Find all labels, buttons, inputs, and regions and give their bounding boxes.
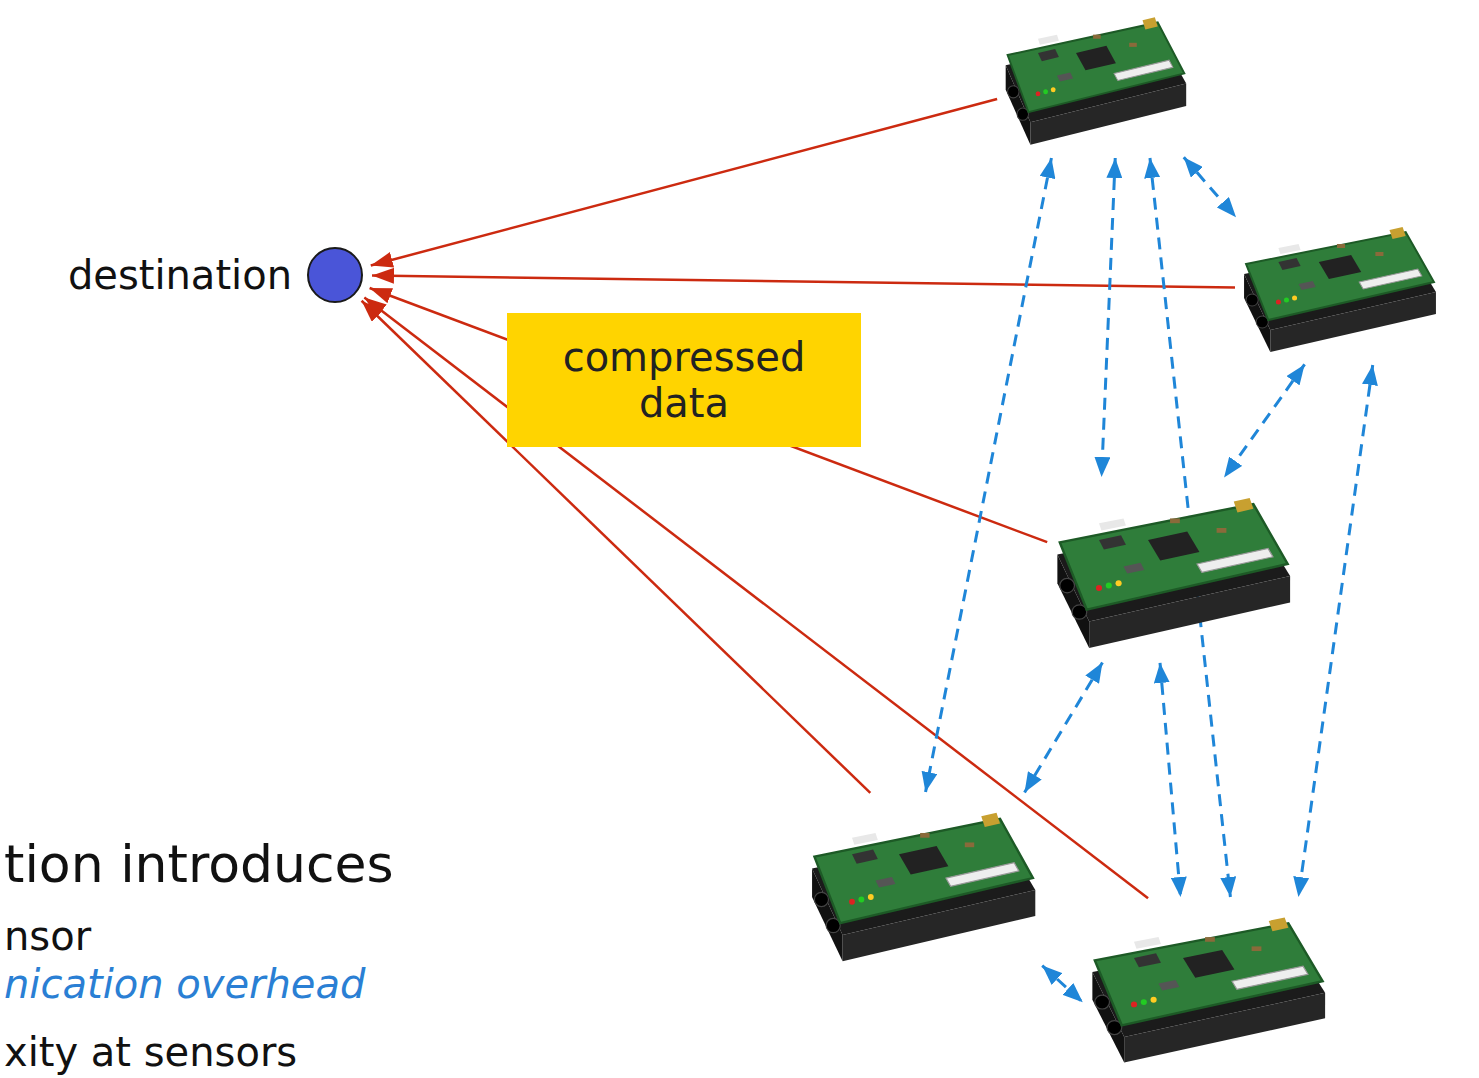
destination-node: destination (68, 246, 364, 304)
link-arrow (926, 158, 1052, 792)
link-arrow (1224, 364, 1305, 477)
sensor-board (805, 795, 1040, 973)
sensor-board (1085, 900, 1330, 1074)
link-arrow (1298, 365, 1372, 897)
sensor-node (1085, 900, 1330, 1074)
link-arrow (1102, 158, 1116, 477)
link-arrow (1160, 663, 1181, 897)
sensor-node (1000, 2, 1190, 155)
callout-text: compressed data (521, 334, 847, 426)
sensor-node (805, 795, 1040, 973)
text-line: tion introduces (4, 836, 394, 893)
text-line: xity at sensors (4, 1030, 297, 1074)
text-line: nsor (4, 914, 91, 958)
text-line: nication overhead (4, 962, 365, 1006)
callout-box: compressed data (507, 313, 861, 447)
sensor-board (1050, 480, 1295, 660)
sensor-board (1238, 212, 1440, 362)
body-text: xity at sensors (4, 1030, 297, 1074)
data-arrow (364, 298, 1148, 899)
emphasis-text: nication overhead (4, 962, 365, 1006)
link-arrow (1042, 966, 1083, 1003)
sensor-node (1238, 212, 1440, 362)
data-arrow (362, 301, 871, 793)
link-arrow (1184, 157, 1236, 217)
link-arrow (1025, 663, 1103, 793)
data-arrow (371, 99, 997, 265)
body-text: tion introduces (4, 836, 394, 893)
sensor-board (1000, 2, 1190, 155)
data-arrow (372, 276, 1235, 288)
body-text: nsor (4, 914, 91, 958)
data-arrow (370, 288, 1048, 542)
sensor-node (1050, 480, 1295, 660)
destination-circle (306, 246, 364, 304)
node-label: destination (68, 252, 292, 298)
